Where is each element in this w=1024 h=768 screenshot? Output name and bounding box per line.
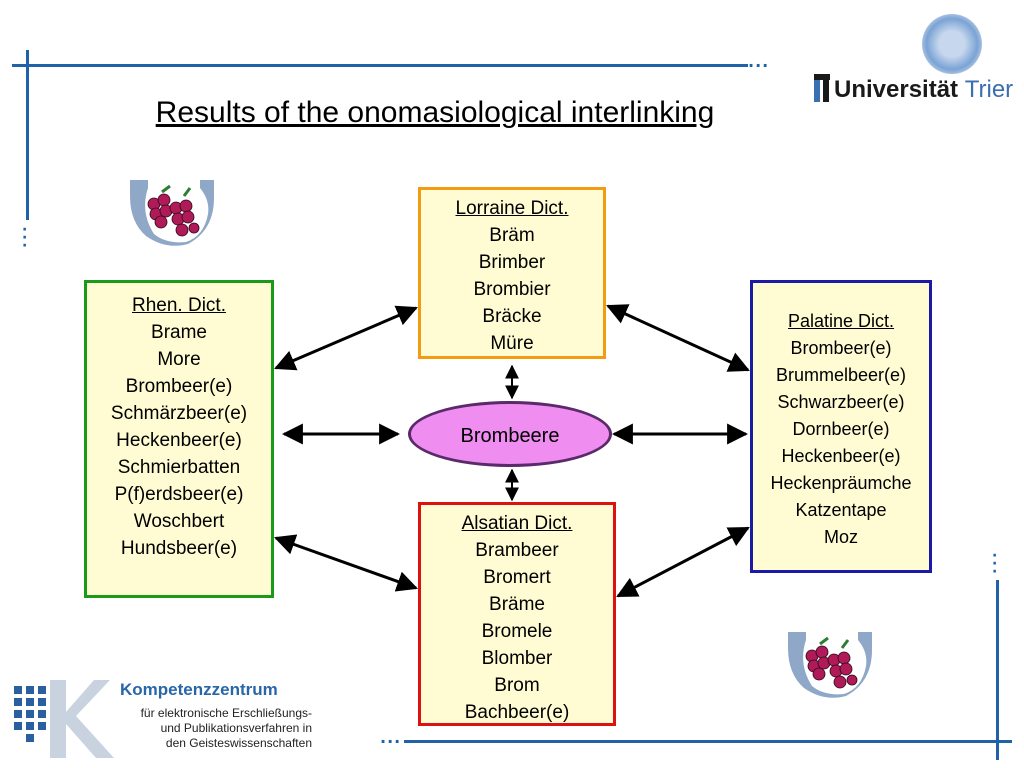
dictionary-word: Bromert <box>483 567 551 588</box>
dictionary-word: Moz <box>823 527 858 547</box>
frame-line-bottom <box>404 740 1012 743</box>
dictionary-word: Heckenbeer(e) <box>116 430 242 451</box>
dictionary-word: Müre <box>490 333 534 354</box>
frame-dots-right: ··· <box>992 548 999 580</box>
dictionary-word: Bromele <box>481 621 553 642</box>
rhen-dictionary-box: Rhen. Dict. Brame More Brombeer(e) Schmä… <box>84 280 274 598</box>
dictionary-word: Hundsbeer(e) <box>120 538 238 559</box>
dictionary-word: Bräme <box>489 594 545 615</box>
arrow-rhen-alsatian <box>274 534 418 592</box>
dictionary-word: Brimber <box>478 252 546 273</box>
dictionary-word: Bräcke <box>482 306 542 327</box>
palatine-dictionary-box: Palatine Dict. Brombeer(e) Brummelbeer(e… <box>750 280 932 573</box>
university-mark-icon <box>814 74 830 102</box>
dictionary-word: Bachbeer(e) <box>464 702 570 723</box>
dictionary-title: Lorraine Dict. <box>455 198 569 219</box>
dictionary-word: Schwarzbeer(e) <box>777 392 905 412</box>
university-trier-logo: Universität Trier <box>810 12 1014 112</box>
arrow-lorraine-palatine <box>606 304 750 372</box>
page-title: Results of the onomasiological interlink… <box>155 96 715 129</box>
dictionary-word: Dornbeer(e) <box>792 419 890 439</box>
dictionary-title: Palatine Dict. <box>787 311 895 331</box>
dictionary-word: Brombeer(e) <box>125 376 233 397</box>
kompetenzzentrum-subtitle-line: und Publikationsverfahren in <box>160 721 312 735</box>
university-seal-icon <box>922 14 982 74</box>
alsatian-dictionary-box: Alsatian Dict. Brambeer Bromert Bräme Br… <box>418 502 616 726</box>
frame-dots-bottom: ··· <box>380 732 402 751</box>
dictionary-word: Brummelbeer(e) <box>775 365 907 385</box>
dictionary-word: Heckenpräumche <box>770 473 912 493</box>
dictionary-word: Brombeer(e) <box>790 338 892 358</box>
dictionary-word: Katzentape <box>795 500 887 520</box>
concept-label: Brombeere <box>460 425 560 447</box>
dictionary-word: P(f)erdsbeer(e) <box>114 484 244 505</box>
frame-line-top <box>12 64 748 67</box>
dictionary-title: Rhen. Dict. <box>132 295 226 316</box>
kompetenzzentrum-subtitle-line: für elektronische Erschließungs- <box>140 706 312 720</box>
kompetenzzentrum-title: Kompetenzzentrum <box>120 680 278 699</box>
dictionary-title: Alsatian Dict. <box>461 513 573 534</box>
arrow-rhen-lorraine <box>274 305 418 371</box>
kompetenzzentrum-subtitle-line: den Geisteswissenschaften <box>165 736 312 750</box>
dictionary-word: Bräm <box>489 225 535 246</box>
frame-line-left <box>26 50 29 220</box>
blackberry-icon <box>788 632 872 698</box>
dictionary-word: Brombier <box>473 279 551 300</box>
blackberry-icon <box>130 180 214 246</box>
frame-dots-left: ··· <box>22 222 29 254</box>
dictionary-word: Brame <box>151 322 207 343</box>
frame-dots-top: ··· <box>748 56 770 75</box>
university-name: Universität Trier <box>834 76 1014 103</box>
dictionary-word: Schmärzbeer(e) <box>110 403 248 424</box>
dictionary-word: More <box>157 349 201 370</box>
dictionary-word: Schmierbatten <box>117 457 241 478</box>
concept-node-brombeere: Brombeere <box>408 401 612 467</box>
dictionary-word: Woschbert <box>133 511 225 532</box>
dictionary-word: Brambeer <box>475 540 559 561</box>
kompetenzzentrum-emblem-icon <box>14 680 114 758</box>
dictionary-word: Blomber <box>481 648 553 669</box>
arrow-alsatian-palatine <box>616 526 750 598</box>
dictionary-word: Brom <box>494 675 540 696</box>
dictionary-word: Heckenbeer(e) <box>781 446 901 466</box>
kompetenzzentrum-logo: Kompetenzzentrum für elektronische Ersch… <box>10 676 320 760</box>
lorraine-dictionary-box: Lorraine Dict. Bräm Brimber Brombier Brä… <box>418 187 606 359</box>
frame-line-right <box>996 580 999 760</box>
